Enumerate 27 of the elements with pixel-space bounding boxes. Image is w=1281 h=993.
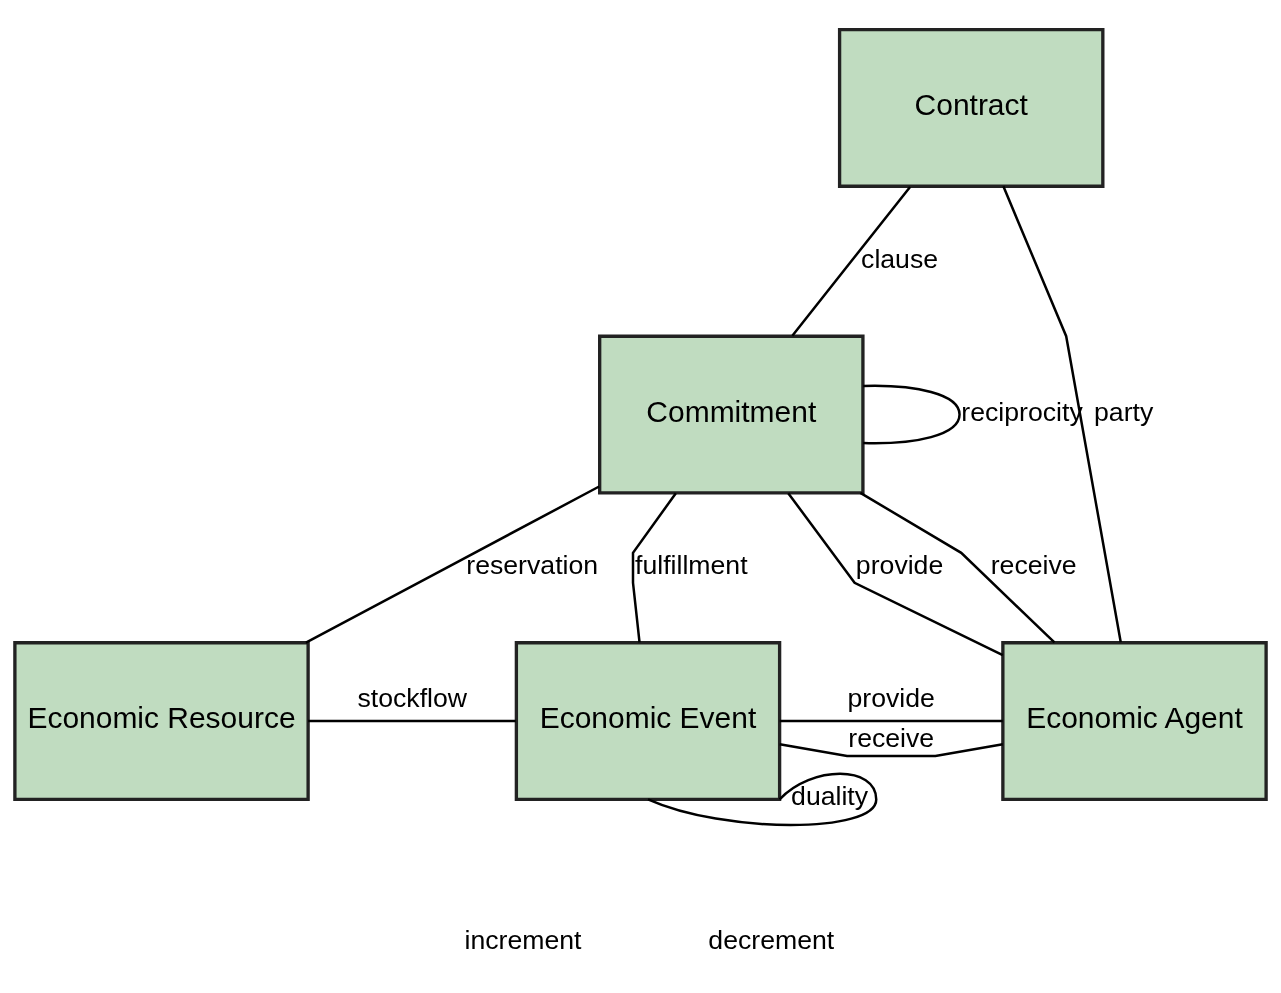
- connector: [863, 384, 961, 444]
- connector: [787, 491, 1004, 656]
- label: decrement: [708, 924, 835, 955]
- label: increment: [464, 924, 582, 955]
- node-box: Commitment: [598, 334, 865, 494]
- connector: [791, 185, 912, 336]
- edge-label: reservation: [466, 549, 599, 580]
- edge-label: clause: [861, 243, 939, 274]
- connector: [631, 492, 677, 642]
- connector: [779, 719, 1003, 722]
- edge-label: receive: [848, 722, 935, 753]
- connector: [779, 742, 1004, 757]
- edge-label: fulfillment: [635, 549, 748, 580]
- edge-label: duality: [791, 780, 869, 811]
- connector: [305, 484, 600, 644]
- node-box: Economic Agent: [1001, 640, 1268, 801]
- edge-label: receive: [990, 549, 1077, 580]
- edge-label: stockflow: [357, 682, 468, 713]
- node-box: Contract: [837, 27, 1105, 188]
- connector: [1002, 185, 1122, 643]
- edge-label: party: [1094, 396, 1154, 427]
- node-box: Economic Resource: [13, 640, 310, 801]
- edge-label: provide: [847, 682, 935, 713]
- connector: [859, 491, 1056, 643]
- connector: [308, 719, 516, 722]
- edge-label: provide: [855, 549, 944, 580]
- node-box: Economic Event: [514, 640, 782, 801]
